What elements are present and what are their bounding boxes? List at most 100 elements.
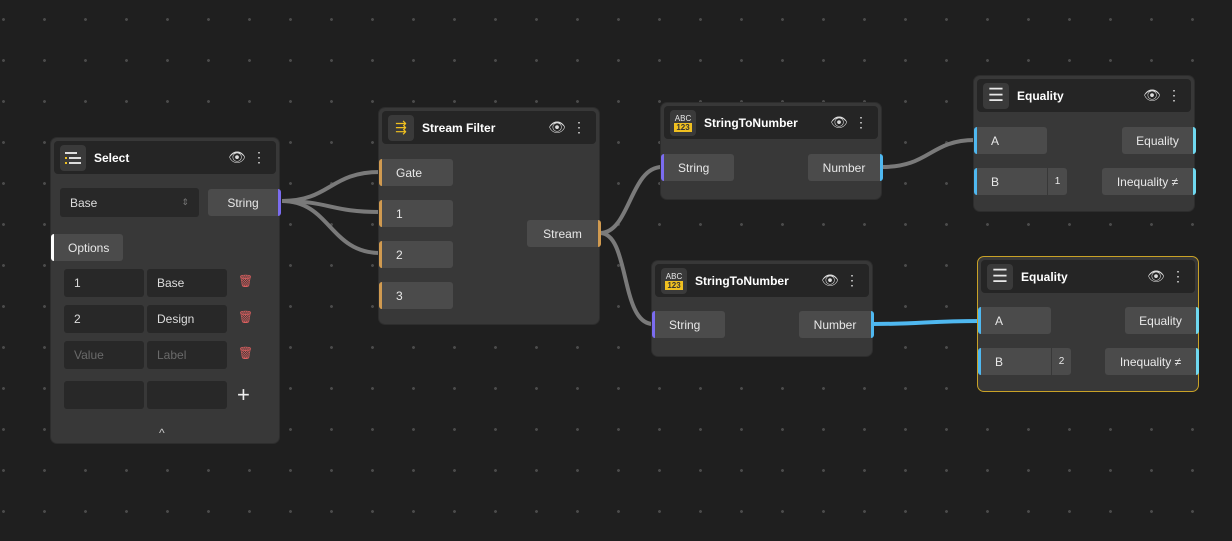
stream-filter-node[interactable]: ⇶ Stream Filter 👁 ⋮ Gate 1 2 3 Stream — [378, 107, 601, 325]
port-label: Equality — [1139, 313, 1182, 328]
port-label: A — [991, 133, 1000, 148]
more-icon[interactable]: ⋮ — [252, 149, 266, 165]
port-label: Gate — [396, 165, 423, 180]
port-label: String — [227, 195, 259, 210]
dropdown-value: Base — [70, 195, 98, 210]
node-header[interactable]: ☰ Equality 👁⋮ — [977, 79, 1191, 112]
output-inequality[interactable]: Inequality ≠ — [1105, 348, 1199, 375]
trash-icon[interactable]: 🗑 — [238, 274, 254, 288]
port-label: B — [995, 354, 1004, 369]
node-title: Equality — [1021, 269, 1068, 284]
wire-stn1-eq1 — [881, 138, 976, 169]
new-label-input[interactable]: Label — [147, 341, 227, 369]
output-stream[interactable]: Stream — [527, 220, 601, 247]
node-header[interactable]: ☰ Equality 👁 ⋮ — [981, 260, 1195, 293]
port-label: B — [991, 174, 1000, 189]
more-icon[interactable]: ⋮ — [854, 114, 868, 130]
input-a[interactable]: A — [978, 307, 1051, 334]
more-icon[interactable]: ⋮ — [1167, 87, 1181, 103]
input-string[interactable]: String — [661, 154, 734, 181]
list-icon — [60, 144, 86, 171]
tab-label: Options — [68, 240, 110, 255]
collapse-button[interactable]: ^ — [159, 426, 165, 440]
port-label: Stream — [543, 226, 582, 241]
input-string[interactable]: String — [652, 311, 725, 338]
port-label: 1 — [396, 206, 403, 221]
input-gate[interactable]: Gate — [379, 159, 453, 186]
equals-icon: ☰ — [983, 82, 1009, 109]
eye-icon[interactable]: 👁 — [830, 114, 848, 130]
eye-icon[interactable]: 👁 — [1147, 268, 1165, 284]
option-value-input[interactable]: 2 — [64, 305, 144, 333]
output-equality[interactable]: Equality — [1125, 307, 1199, 334]
eye-icon[interactable]: 👁 — [548, 119, 566, 135]
wire-stn2-eq2 — [871, 319, 980, 326]
wire-select-gate — [281, 170, 381, 203]
port-label: Inequality ≠ — [1119, 354, 1182, 369]
wire-stream-stn2 — [599, 231, 654, 326]
input-a[interactable]: A — [974, 127, 1047, 154]
input-3[interactable]: 3 — [379, 282, 453, 309]
port-label: 3 — [396, 288, 403, 303]
port-label: Equality — [1136, 133, 1179, 148]
eye-icon[interactable]: 👁 — [821, 272, 839, 288]
select-node[interactable]: Select 👁⋮ Base⇕ String Options 1 Base 🗑 … — [50, 137, 281, 444]
icon-text: 123 — [674, 122, 692, 132]
output-equality[interactable]: Equality — [1122, 127, 1196, 154]
b-value[interactable]: 2 — [1051, 348, 1071, 375]
equals-icon: ☰ — [987, 263, 1013, 290]
node-header[interactable]: ⇶ Stream Filter 👁 ⋮ — [382, 111, 596, 144]
add-option-button[interactable]: + — [237, 382, 250, 407]
wire-select-2 — [281, 199, 381, 255]
option-label-input[interactable]: Base — [147, 269, 227, 297]
option-label-input[interactable]: Design — [147, 305, 227, 333]
output-number[interactable]: Number — [799, 311, 874, 338]
more-icon[interactable]: ⋮ — [845, 272, 859, 288]
node-header[interactable]: Select 👁 ⋮ — [54, 141, 276, 174]
add-label-input[interactable] — [147, 381, 227, 409]
add-value-input[interactable] — [64, 381, 144, 409]
output-inequality[interactable]: Inequality ≠ — [1102, 168, 1196, 195]
node-title: Select — [94, 150, 130, 165]
port-label: Number — [822, 160, 866, 175]
eye-icon[interactable]: 👁 — [1143, 87, 1161, 103]
node-title: StringToNumber — [695, 273, 789, 288]
more-icon[interactable]: ⋮ — [572, 119, 586, 135]
port-label: A — [995, 313, 1004, 328]
icon-text: ABC — [665, 271, 683, 281]
filter-icon: ⇶ — [388, 114, 414, 141]
icon-text: 123 — [665, 280, 683, 290]
input-2[interactable]: 2 — [379, 241, 453, 268]
node-title: Stream Filter — [422, 120, 496, 135]
select-dropdown[interactable]: Base ⇕ — [60, 188, 199, 217]
new-value-input[interactable]: Value — [64, 341, 144, 369]
port-label: 2 — [396, 247, 403, 262]
more-icon[interactable]: ⋮ — [1171, 268, 1185, 284]
wire-stream-stn1 — [599, 165, 663, 235]
port-label: Number — [813, 317, 857, 332]
port-label: Inequality ≠ — [1116, 174, 1179, 189]
input-1[interactable]: 1 — [379, 200, 453, 227]
trash-icon[interactable]: 🗑 — [238, 310, 254, 324]
b-value[interactable]: 1 — [1047, 168, 1067, 195]
updown-icon: ⇕ — [181, 197, 189, 207]
port-label: String — [669, 317, 701, 332]
trash-icon[interactable]: 🗑 — [238, 346, 254, 360]
option-value-input[interactable]: 1 — [64, 269, 144, 297]
node-title: StringToNumber — [704, 115, 798, 130]
icon-text: ABC — [674, 113, 692, 123]
output-string[interactable]: String — [208, 189, 281, 216]
output-number[interactable]: Number — [808, 154, 883, 181]
options-tab[interactable]: Options — [51, 234, 123, 261]
eye-icon[interactable]: 👁 — [228, 149, 246, 165]
